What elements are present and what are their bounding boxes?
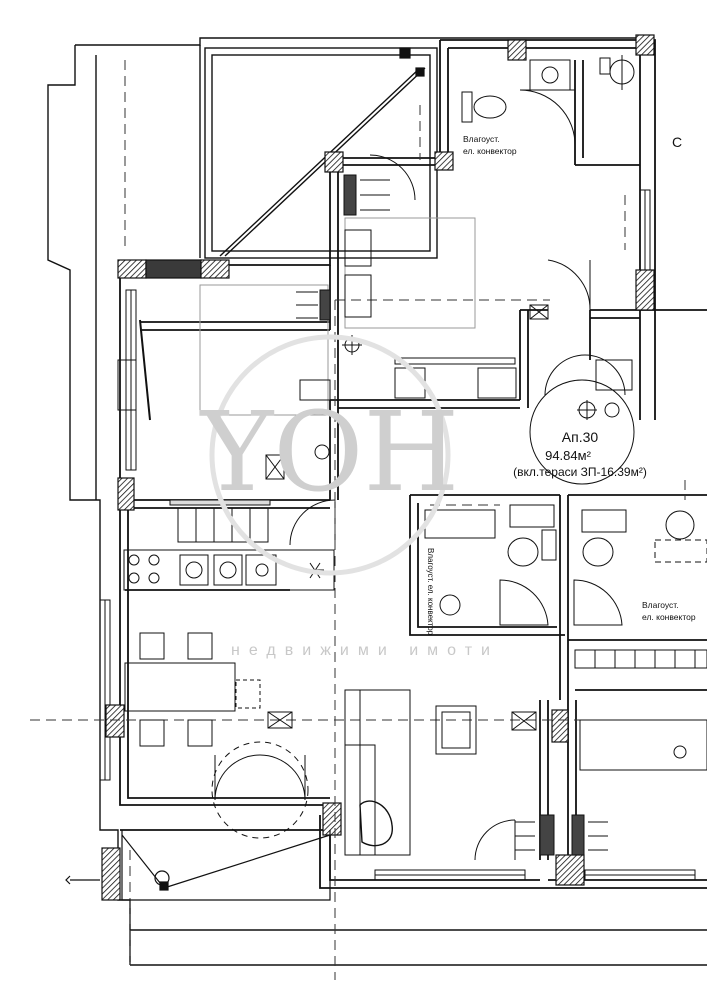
sink	[541, 66, 559, 84]
column	[322, 802, 342, 836]
humidifier-label-top-2: ел. конвектор	[463, 146, 517, 156]
column	[117, 477, 135, 511]
windows	[99, 189, 696, 881]
bed	[344, 217, 476, 329]
column	[200, 259, 230, 279]
right-bathroom	[573, 509, 707, 626]
dash-lines	[30, 60, 707, 980]
bedroom-top	[265, 174, 549, 480]
column	[555, 854, 585, 886]
column	[399, 47, 411, 59]
center-bathroom	[424, 504, 557, 626]
apartment-terrace-note: (вкл.тераси ЗП-16.39м²)	[513, 465, 647, 479]
right-rooms	[571, 649, 707, 856]
watermark-subtitle: недвижими имоти	[231, 642, 499, 659]
sofa	[344, 689, 411, 856]
edge-label: С	[672, 134, 682, 150]
column	[635, 269, 655, 311]
labels: Влагоуст. ел. конвектор Влагоуст. ел. ко…	[426, 134, 696, 636]
living-room	[344, 689, 555, 856]
structural-columns	[101, 34, 655, 901]
column	[507, 39, 527, 61]
column	[101, 847, 121, 901]
apartment-area: 94.84м²	[545, 448, 591, 463]
sink	[439, 594, 461, 616]
humidifier-label-right-2: ел. конвектор	[642, 612, 696, 622]
watermark-logo-ring	[209, 334, 451, 576]
column	[434, 151, 454, 171]
column	[415, 67, 425, 77]
humidifier-label-top-1: Влагоуст.	[463, 134, 500, 144]
terrace-bottom	[65, 830, 331, 901]
column	[551, 709, 569, 743]
watermark: YOH недвижими имоти	[199, 334, 499, 659]
toilet	[507, 537, 539, 567]
radiator	[117, 359, 137, 411]
dining-set	[124, 632, 309, 839]
toilet	[473, 95, 507, 119]
humidifier-label-right-1: Влагоуст.	[642, 600, 679, 610]
watermark-logo: YOH	[199, 388, 460, 516]
column	[145, 259, 202, 279]
column	[159, 881, 169, 891]
humidifier-label-vertical: Влагоуст. ел. конвектор	[426, 548, 435, 636]
column	[324, 151, 344, 173]
door-swings	[214, 89, 591, 861]
sink-counter	[529, 59, 571, 91]
terrace-top	[204, 47, 438, 259]
top-bathroom-fixtures	[461, 55, 635, 123]
column	[105, 704, 125, 738]
dining-table	[124, 662, 236, 712]
entry-marker	[529, 354, 635, 485]
apartment-name: Ап.30	[562, 429, 599, 445]
shower-tray	[499, 579, 549, 626]
bed	[199, 284, 329, 416]
column	[635, 34, 655, 56]
kitchen-counter	[123, 549, 335, 591]
toilet-tank	[509, 504, 555, 528]
column	[117, 259, 147, 279]
toilet-tank	[461, 91, 473, 123]
